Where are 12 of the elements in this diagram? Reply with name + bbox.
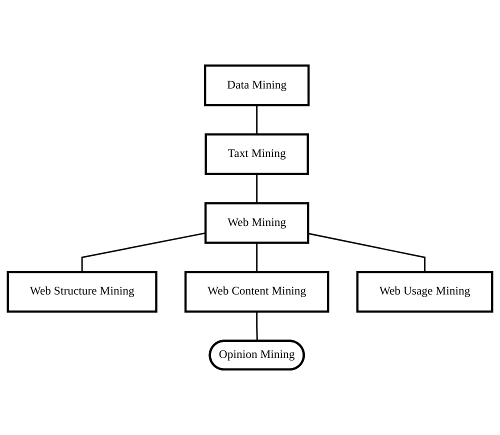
- connector: [81, 232, 206, 272]
- node-box: Web Content Mining: [184, 270, 330, 313]
- node-box: Web Usage Mining: [356, 270, 494, 313]
- node-box: Web Structure Mining: [6, 270, 158, 313]
- connector: [308, 232, 426, 272]
- node-box: Data Mining: [204, 64, 310, 106]
- connector: [256, 105, 258, 134]
- node-box: Taxt Mining: [204, 133, 309, 176]
- connector: [256, 174, 258, 204]
- connector: [256, 242, 258, 272]
- connector: [256, 312, 258, 342]
- node-box: Web Mining: [204, 202, 310, 244]
